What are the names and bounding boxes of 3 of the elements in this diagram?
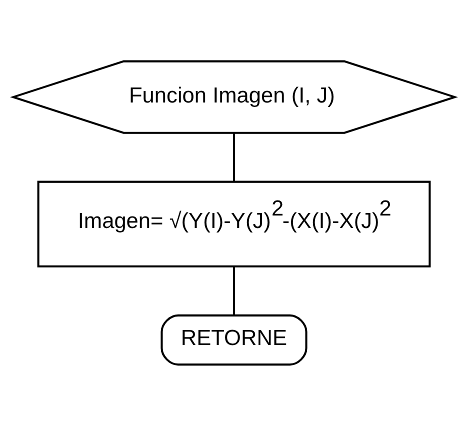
node-box: RETORNE — [160, 314, 308, 366]
connector — [232, 266, 236, 315]
connector — [232, 133, 236, 182]
